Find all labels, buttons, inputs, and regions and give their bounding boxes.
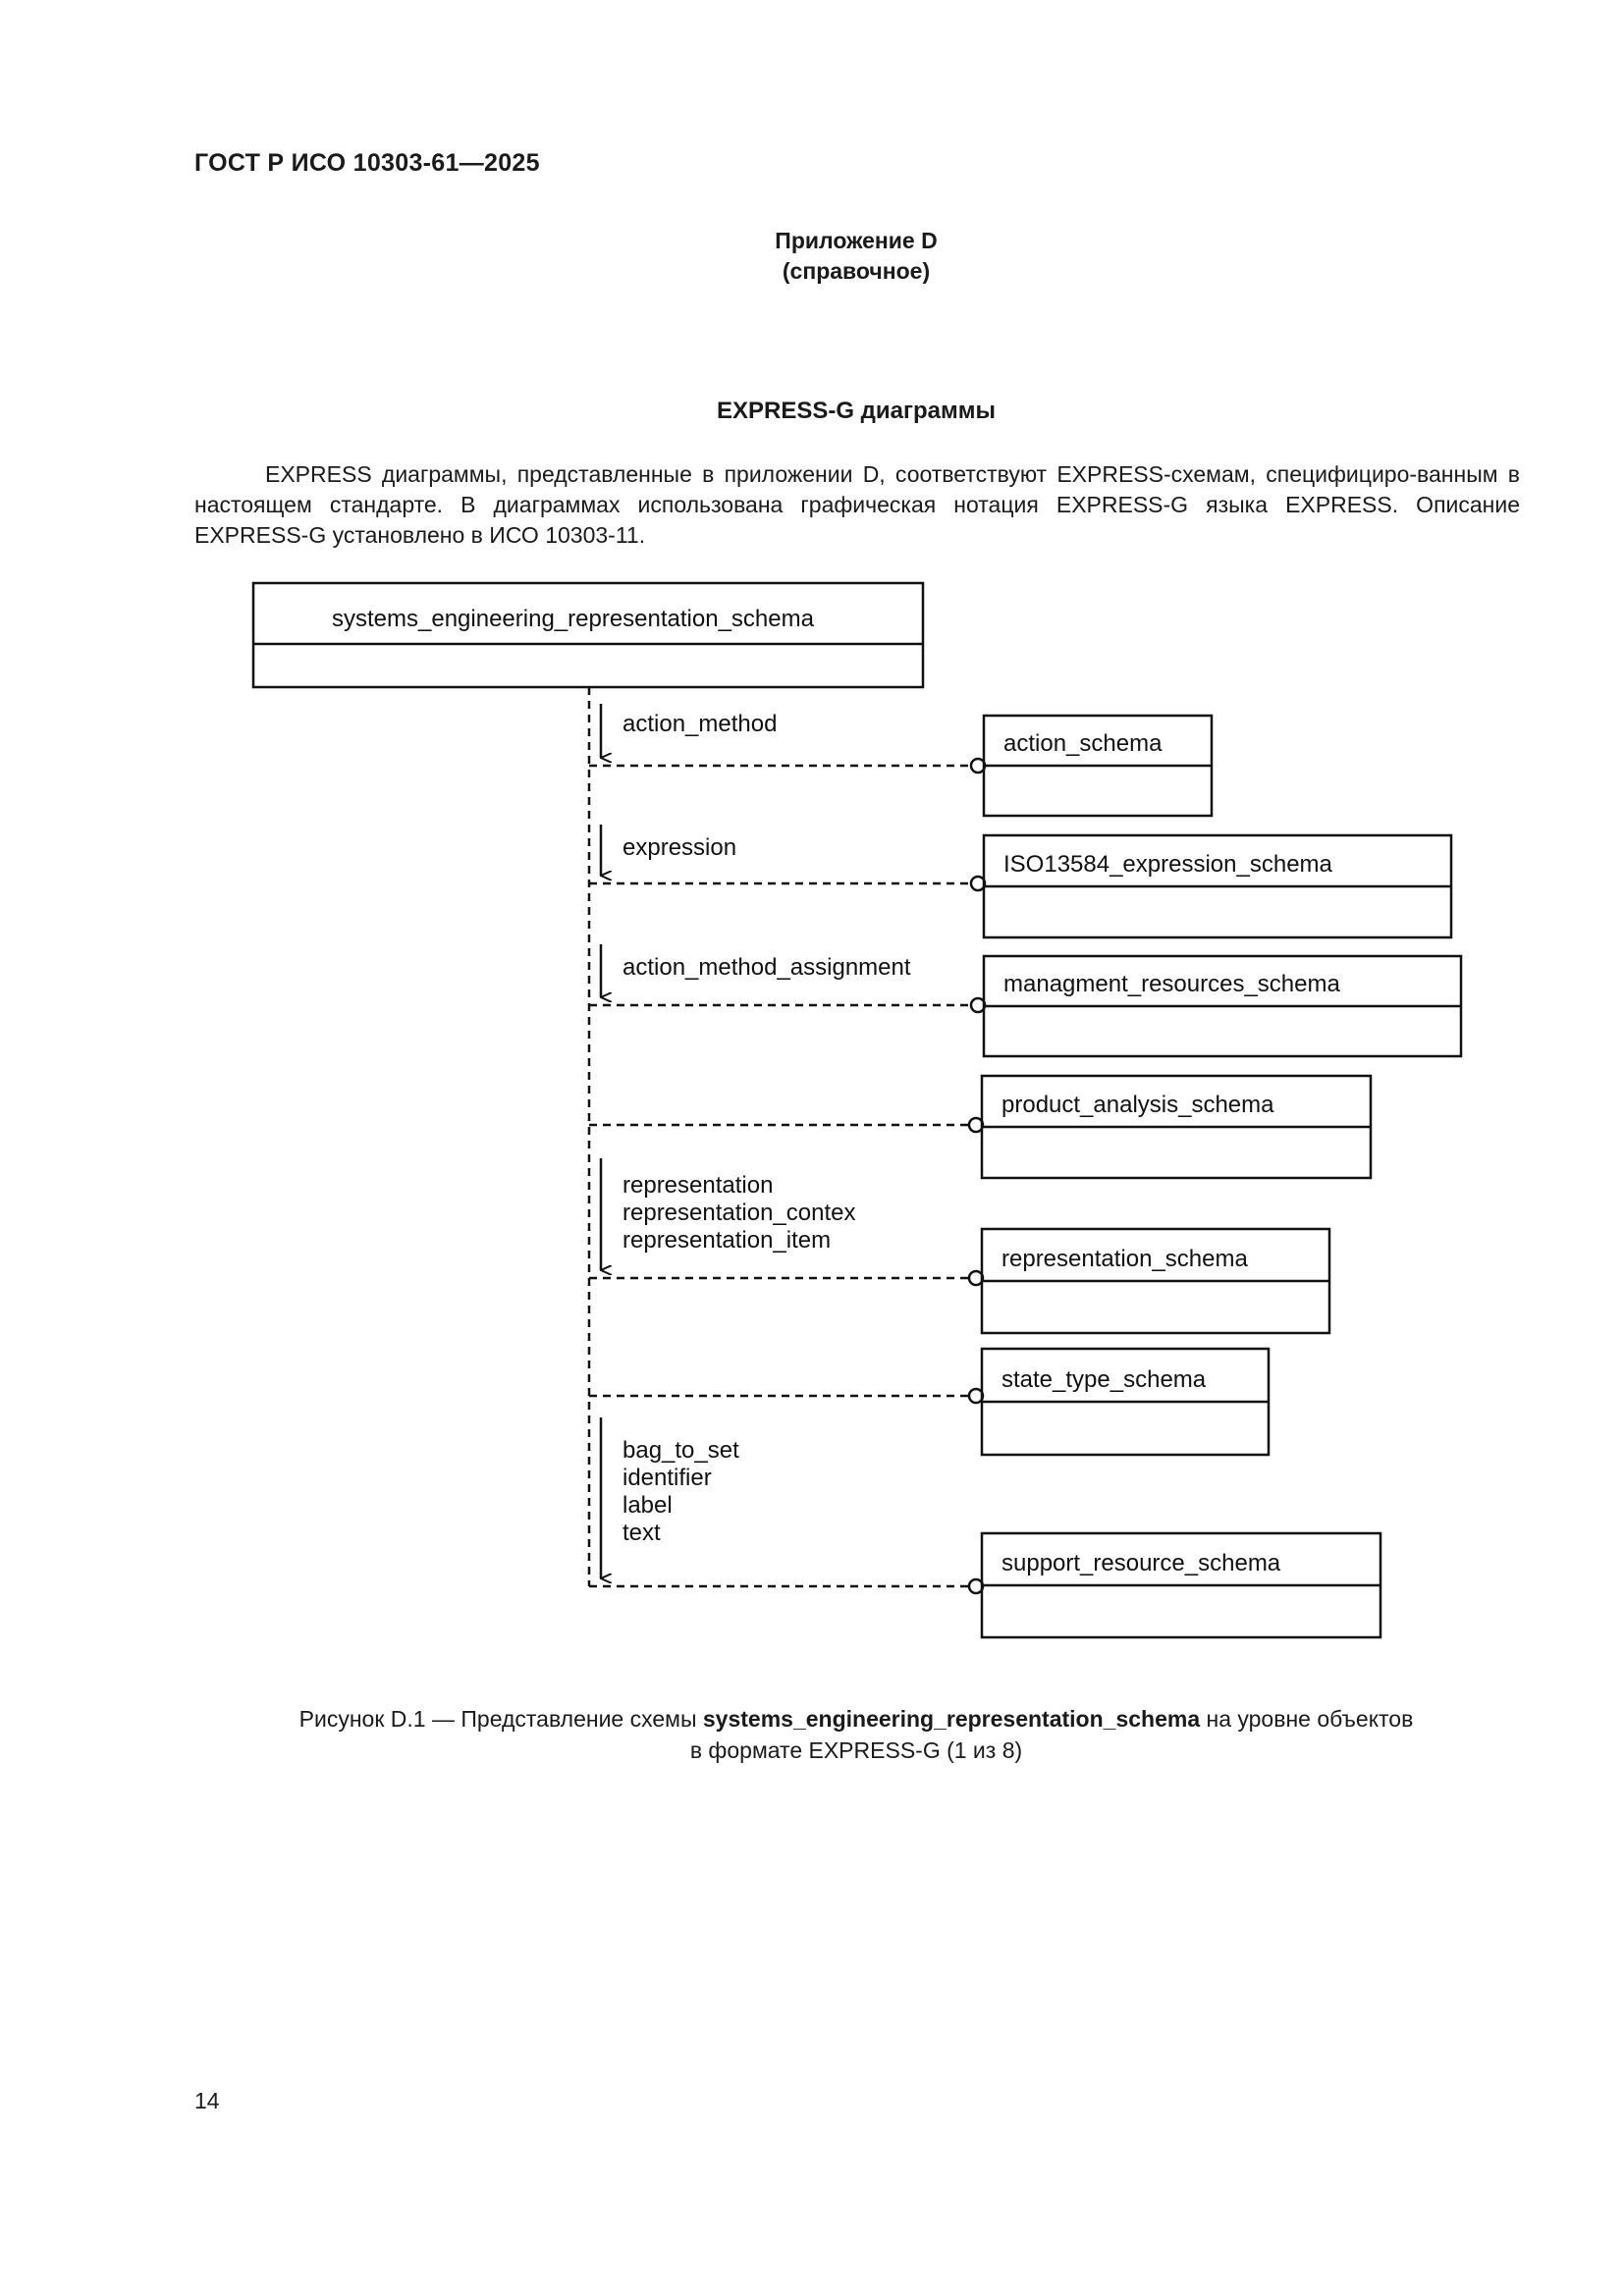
- main-schema-name: systems_engineering_representation_schem…: [332, 606, 815, 632]
- import-label: expression: [623, 834, 736, 861]
- schema-row: product_analysis_schema: [589, 1074, 1373, 1180]
- import-label: text: [623, 1520, 661, 1546]
- main-schema-box: systems_engineering_representation_schem…: [251, 581, 925, 689]
- import-label: representation_contex: [623, 1200, 856, 1226]
- page-number: 14: [194, 2088, 220, 2113]
- schema-name: ISO13584_expression_schema: [1003, 851, 1333, 878]
- import-label: action_method_assignment: [623, 954, 911, 981]
- annex-heading: Приложение D (справочное): [0, 226, 1624, 287]
- caption-prefix: Рисунок D.1 — Представление схемы: [298, 1706, 703, 1732]
- schema-row: managment_resources_schema action_method_…: [589, 944, 1463, 1058]
- section-title: EXPRESS-G диаграммы: [716, 398, 997, 424]
- import-label: identifier: [623, 1465, 712, 1491]
- caption-line2: в формате EXPRESS-G (1 из 8): [689, 1737, 1023, 1763]
- schema-name: product_analysis_schema: [1001, 1092, 1274, 1118]
- schema-row: support_resource_schema bag_to_setidentif…: [589, 1417, 1382, 1639]
- schema-name: managment_resources_schema: [1003, 971, 1340, 997]
- import-label: representation: [623, 1172, 773, 1199]
- referenced-schemas: action_schema action_methodISO13584_expre…: [589, 704, 1463, 1639]
- schema-row: state_type_schema: [589, 1347, 1271, 1457]
- standard-code: ГОСТ Р ИСО 10303-61—2025: [194, 149, 540, 177]
- import-label: bag_to_set: [623, 1437, 739, 1464]
- import-label: representation_item: [623, 1227, 831, 1254]
- schema-name: support_resource_schema: [1001, 1550, 1281, 1576]
- import-label: label: [623, 1492, 673, 1519]
- schema-name: state_type_schema: [1001, 1366, 1207, 1393]
- annex-title: Приложение D: [775, 228, 938, 253]
- schema-name: representation_schema: [1001, 1246, 1248, 1272]
- schema-row: ISO13584_expression_schema expression: [589, 825, 1453, 939]
- figure-caption: Рисунок D.1 — Представление схемы system…: [0, 1703, 1624, 1766]
- express-g-diagram: systems_engineering_representation_schem…: [251, 581, 1463, 1639]
- schema-row: representation_schemarepresentationrepre…: [589, 1158, 1331, 1335]
- annex-status: (справочное): [782, 258, 931, 284]
- intro-text: EXPRESS диаграммы, представленные в прил…: [194, 461, 1520, 548]
- schema-row: action_schema action_method: [589, 704, 1214, 818]
- caption-suffix: на уровне объектов: [1200, 1706, 1414, 1732]
- intro-paragraph: EXPRESS диаграммы, представленные в прил…: [194, 459, 1520, 551]
- schema-name: action_schema: [1003, 730, 1163, 757]
- caption-schema: systems_engineering_representation_schem…: [702, 1706, 1201, 1732]
- import-label: action_method: [623, 711, 777, 737]
